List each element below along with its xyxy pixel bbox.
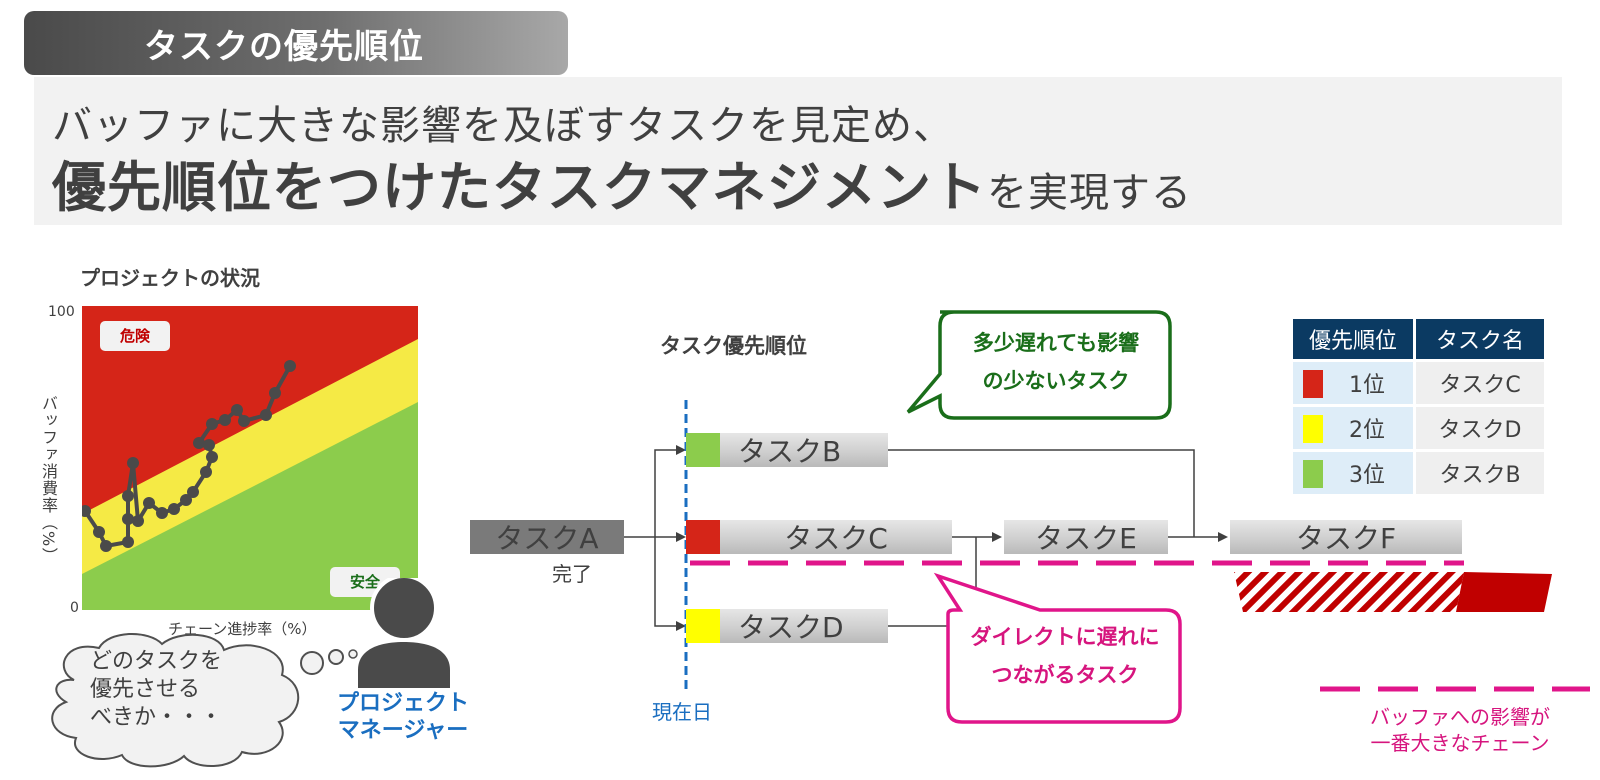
priority-2-swatch [1303, 415, 1323, 443]
buffer-remaining [1456, 572, 1552, 612]
lead-line-2: 優先順位をつけたタスクマネジメントを実現する [52, 143, 1192, 222]
buffer-consumed [1234, 572, 1464, 612]
priority-3-swatch [1303, 460, 1323, 488]
origin-tick: 0 [70, 600, 79, 616]
section-title: タスクの優先順位 [144, 26, 424, 67]
project-status-heading: プロジェクトの状況 [80, 266, 260, 290]
person-icon [358, 578, 450, 688]
fever-chart-points [82, 360, 296, 552]
callout-green-text: 多少遅れても影響 の少ないタスク [972, 331, 1140, 393]
callout-pink-shape [933, 572, 1182, 724]
lead-line-2-tail: を実現する [987, 170, 1192, 216]
table-row: 3位 タスクB [1293, 452, 1544, 494]
done-label: 完了 [552, 562, 592, 586]
priority-table-header-rank: 優先順位 [1293, 319, 1413, 359]
task-e[interactable]: タスクE [1004, 520, 1168, 555]
priority-2-marker [686, 609, 720, 643]
priority-1-marker [686, 520, 720, 554]
lead-line-2-bold: 優先順位をつけたタスクマネジメント [52, 156, 987, 219]
lead-banner: バッファに大きな影響を及ぼすタスクを見定め、 優先順位をつけたタスクマネジメント… [34, 77, 1562, 225]
task-c[interactable]: タスクC [686, 520, 952, 555]
danger-zone-label: 危険 [100, 321, 170, 351]
task-a[interactable]: タスクA [470, 520, 624, 555]
y-axis-max-tick: 100 [48, 304, 75, 320]
pm-label: プロジェクト マネージャー [336, 691, 469, 743]
chain-legend-text: バッファへの影響が 一番大きなチェーン [1370, 705, 1550, 755]
priority-1-swatch [1303, 370, 1323, 398]
section-title-bar: タスクの優先順位 [24, 11, 568, 75]
diagram-heading: タスク優先順位 [660, 334, 807, 358]
priority-table-header-task: タスク名 [1416, 319, 1544, 359]
priority-3-marker [686, 433, 720, 467]
priority-table: 優先順位 タスク名 1位 タスクC 2位 タスクD 3位 タスクB [1290, 316, 1547, 497]
lead-line-1: バッファに大きな影響を及ぼすタスクを見定め、 [52, 103, 954, 149]
callout-green-shape [906, 310, 1172, 420]
task-f[interactable]: タスクF [1230, 520, 1462, 555]
thought-bubble [51, 632, 358, 768]
task-d[interactable]: タスクD [686, 609, 888, 644]
fever-chart [82, 306, 418, 610]
y-axis-label: バッファ消費率（%） [39, 395, 58, 565]
danger-zone [82, 306, 418, 514]
x-axis-label: チェーン進捗率（%） [168, 620, 317, 638]
thought-text: どのタスクを 優先させる べきか・・・ [90, 649, 223, 730]
callout-pink-text: ダイレクトに遅れに つながるタスク [970, 625, 1160, 687]
task-b[interactable]: タスクB [686, 433, 888, 468]
table-row: 2位 タスクD [1293, 407, 1544, 449]
today-label: 現在日 [652, 700, 712, 724]
table-row: 1位 タスクC [1293, 362, 1544, 404]
